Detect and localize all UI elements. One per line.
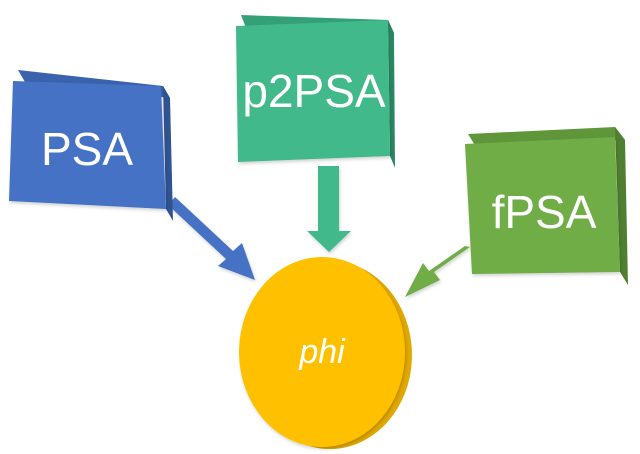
node-phi-circle <box>239 257 405 447</box>
node-fpsa-side-face <box>615 127 628 285</box>
arrow-p2psa-to-phi <box>307 166 351 252</box>
node-phi: phi <box>239 257 412 449</box>
node-fpsa-top-face <box>468 127 625 147</box>
node-psa: PSA <box>9 70 173 221</box>
node-p2psa-box <box>236 20 390 162</box>
node-psa-side-face <box>163 86 173 221</box>
node-phi-label: phi <box>298 333 346 371</box>
arrow-fpsa-to-phi <box>405 246 470 297</box>
node-p2psa-label: p2PSA <box>242 65 386 117</box>
arrow-psa-to-phi <box>168 197 255 280</box>
node-p2psa-side-face <box>388 20 395 168</box>
node-p2psa: p2PSA <box>236 15 395 168</box>
node-fpsa: fPSA <box>465 127 628 285</box>
node-fpsa-label: fPSA <box>492 186 597 238</box>
node-psa-label: PSA <box>41 123 133 175</box>
node-fpsa-box <box>465 137 620 274</box>
node-psa-box <box>9 81 166 209</box>
